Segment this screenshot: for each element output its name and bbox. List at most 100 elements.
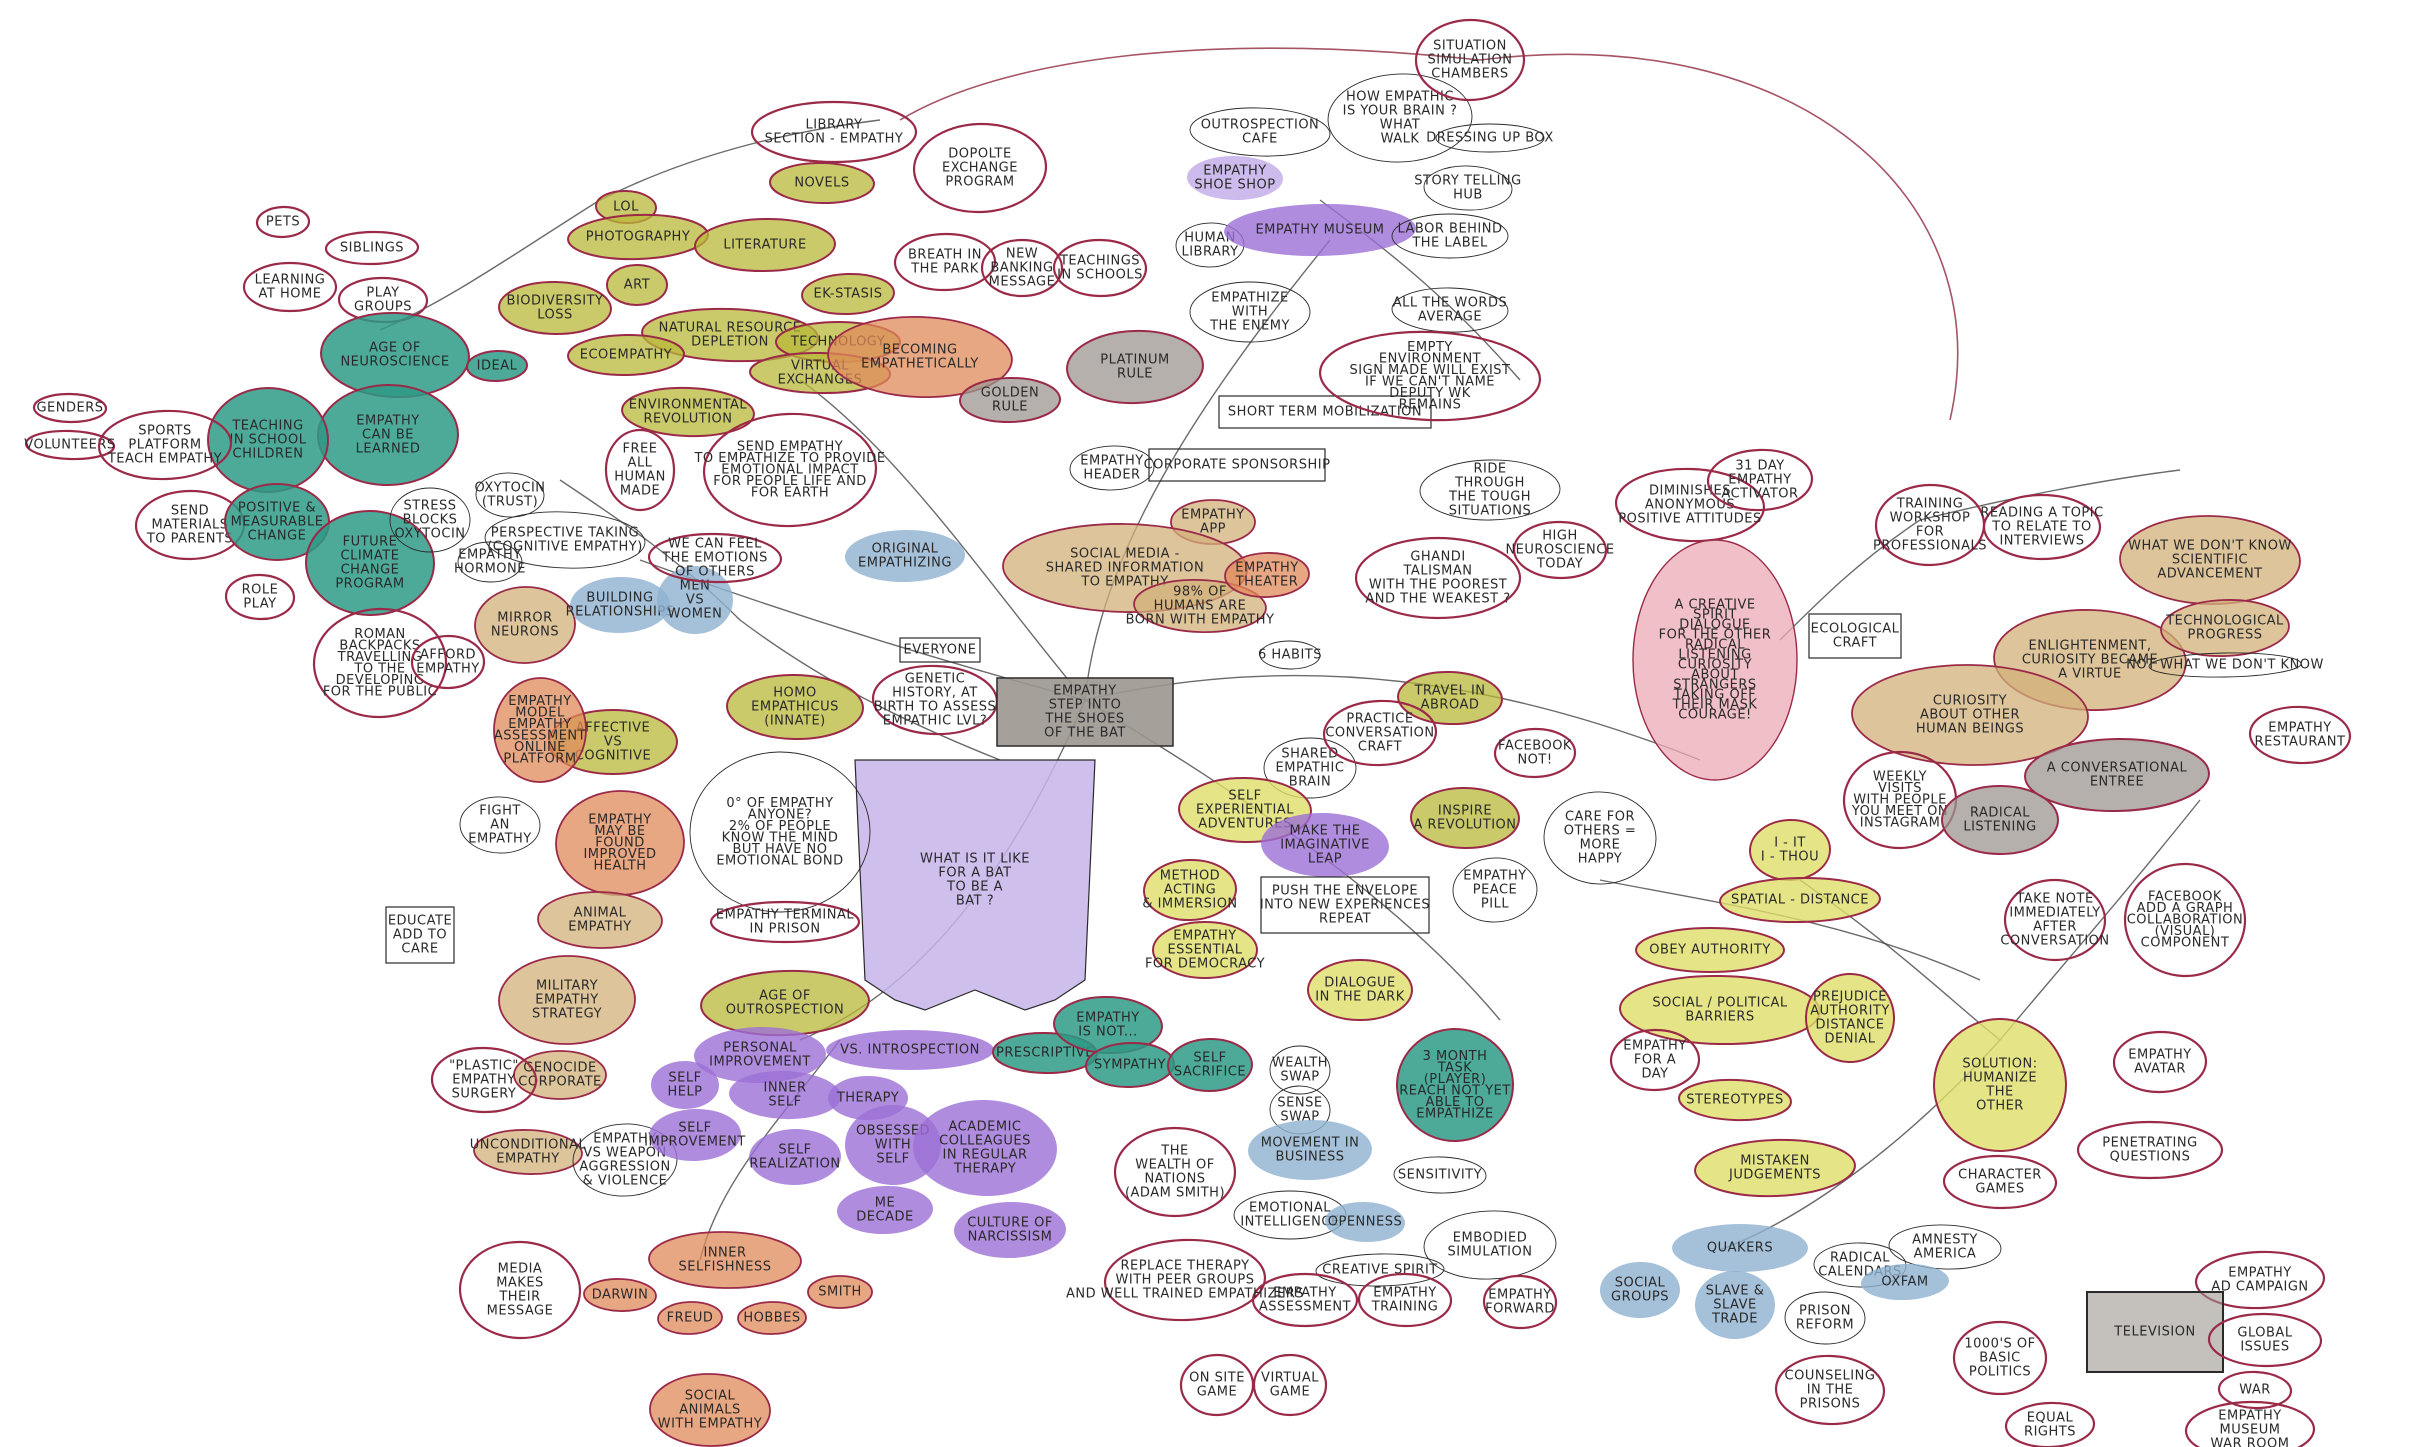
social-political-label-1: BARRIERS xyxy=(1685,1010,1754,1025)
empathy-violence-label-1: VS WEAPON xyxy=(583,1146,667,1161)
roman-backpacks-label-4: DEVELOPING xyxy=(336,673,425,688)
golden-rule-shape xyxy=(959,376,1061,424)
sports-platform-label-0: SPORTS xyxy=(138,424,192,439)
how-empathic-label-1: IS YOUR BRAIN ? xyxy=(1343,104,1458,119)
weekly-visits-label-3: YOU MEET ON xyxy=(1851,804,1948,819)
social-groups-label-0: SOCIAL xyxy=(1615,1276,1666,1291)
enlightenment-label-2: A VIRTUE xyxy=(2058,667,2122,682)
central-label-3: OF THE BAT xyxy=(1044,726,1126,741)
ghandi-talisman-label-2: WITH THE POOREST xyxy=(1369,578,1507,593)
method-acting-label-1: ACTING xyxy=(1164,883,1216,898)
quakers-shape xyxy=(1672,1224,1808,1272)
media-makes-shape xyxy=(458,1240,582,1340)
radical-listening-label-0: RADICAL xyxy=(1970,806,2030,821)
military-empathy-shape xyxy=(498,955,636,1045)
node-war: WAR xyxy=(2217,1370,2293,1410)
node-volunteers: VOLUNTEERS xyxy=(24,429,115,461)
openness-label-0: OPENNESS xyxy=(1328,1215,1402,1230)
empathy-model-shape xyxy=(493,677,587,783)
global-issues-label-0: GLOBAL xyxy=(2237,1326,2292,1341)
travel-abroad-label-0: TRAVEL IN xyxy=(1413,684,1485,699)
counseling-prisons-shape xyxy=(1774,1354,1886,1426)
prejudice-label-2: DISTANCE xyxy=(1816,1018,1885,1033)
academic-colleagues-label-3: THERAPY xyxy=(953,1162,1016,1177)
genetic-history-label-0: GENETIC xyxy=(905,672,966,687)
make-imaginative-leap-label-0: MAKE THE xyxy=(1290,824,1361,839)
war-label-0: WAR xyxy=(2239,1383,2271,1398)
basic-politics-label-0: 1000'S OF xyxy=(1964,1337,2035,1352)
building-relationships-label-1: RELATIONSHIPS xyxy=(566,605,675,620)
empathy-violence-label-2: AGGRESSION xyxy=(579,1160,670,1175)
thirty-one-day-label-2: ACTIVATOR xyxy=(1721,487,1798,502)
central-label-1: STEP INTO xyxy=(1049,698,1122,713)
perspective-taking-label-0: PERSPECTIVE TAKING xyxy=(491,526,639,541)
high-neuroscience-label-2: TODAY xyxy=(1536,557,1583,572)
pets-shape xyxy=(255,205,311,239)
i-it-thou-label-1: I - THOU xyxy=(1761,850,1819,865)
role-play-shape xyxy=(224,573,296,621)
basic-politics-label-2: POLITICS xyxy=(1969,1365,2031,1380)
natural-resource-label-0: NATURAL RESOURCE xyxy=(659,321,802,336)
television-shape xyxy=(2086,1291,2224,1373)
social-media-label-1: SHARED INFORMATION xyxy=(1046,561,1204,576)
plastic-empathy-label-0: "PLASTIC" xyxy=(449,1059,519,1074)
ride-empathy-label-2: THE TOUGH xyxy=(1448,490,1531,505)
ecological-craft-label-1: CRAFT xyxy=(1833,636,1877,651)
empathy-peace-pill-label-2: PILL xyxy=(1481,897,1509,912)
dopolte-program-shape xyxy=(912,122,1048,214)
empathy-ad-campaign-shape xyxy=(2194,1250,2326,1310)
animal-empathy-label-0: ANIMAL xyxy=(574,906,627,921)
practice-conversation-label-0: PRACTICE xyxy=(1346,712,1413,727)
literature-shape xyxy=(694,217,836,273)
biodiversity-label-0: BIODIVERSITY xyxy=(507,294,604,309)
empathy-help-label-0: EMPATHY xyxy=(588,813,651,828)
creative-spirit-shape xyxy=(1315,1253,1445,1287)
conversational-entree-label-0: A CONVERSATIONAL xyxy=(2047,761,2188,776)
unconditional-empathy-shape xyxy=(473,1129,583,1175)
node-television: TELEVISION xyxy=(2086,1291,2224,1373)
ecological-craft-label-0: ECOLOGICAL xyxy=(1811,622,1900,637)
genders-shape xyxy=(32,392,108,424)
empathy-help-label-2: FOUND xyxy=(595,836,644,851)
empathy-header-label-1: HEADER xyxy=(1083,468,1140,483)
self-improvement-label-1: IMPROVEMENT xyxy=(644,1135,746,1150)
empathy-democracy-shape xyxy=(1152,921,1258,979)
weekly-visits-label-2: WITH PEOPLE xyxy=(1853,793,1947,808)
empathy-for-a-day-label-0: EMPATHY xyxy=(1623,1039,1686,1054)
empathy-forward-label-0: EMPATHY xyxy=(1488,1288,1551,1303)
take-note-shape xyxy=(2003,878,2107,962)
node-perspective-taking: PERSPECTIVE TAKING(COGNITIVE EMPATHY) xyxy=(484,511,646,569)
facebook-add-graph-shape xyxy=(2123,862,2247,978)
solution-label-0: SOLUTION: xyxy=(1962,1057,2037,1072)
men-women-label-2: WOMEN xyxy=(668,607,723,622)
amnesty-america-label-0: AMNESTY xyxy=(1912,1233,1978,1248)
node-habits: 6 HABITS xyxy=(1258,640,1322,670)
replace-therapy-shape xyxy=(1103,1238,1267,1322)
homo-empathicus-label-1: EMPATHICUS xyxy=(751,700,839,715)
television-label-0: TELEVISION xyxy=(2113,1325,2195,1340)
empathize-enemy-shape xyxy=(1189,281,1311,343)
send-empathy-label-3: FOR PEOPLE LIFE AND xyxy=(713,474,867,489)
afford-empathy-label-1: EMPATHY xyxy=(416,662,479,677)
push-envelope-label-1: INTO NEW EXPERIENCES xyxy=(1260,898,1430,913)
prejudice-label-1: AUTHORITY xyxy=(1810,1004,1890,1019)
empathy-for-a-day-label-1: FOR A xyxy=(1634,1053,1676,1068)
art-shape xyxy=(606,264,668,306)
